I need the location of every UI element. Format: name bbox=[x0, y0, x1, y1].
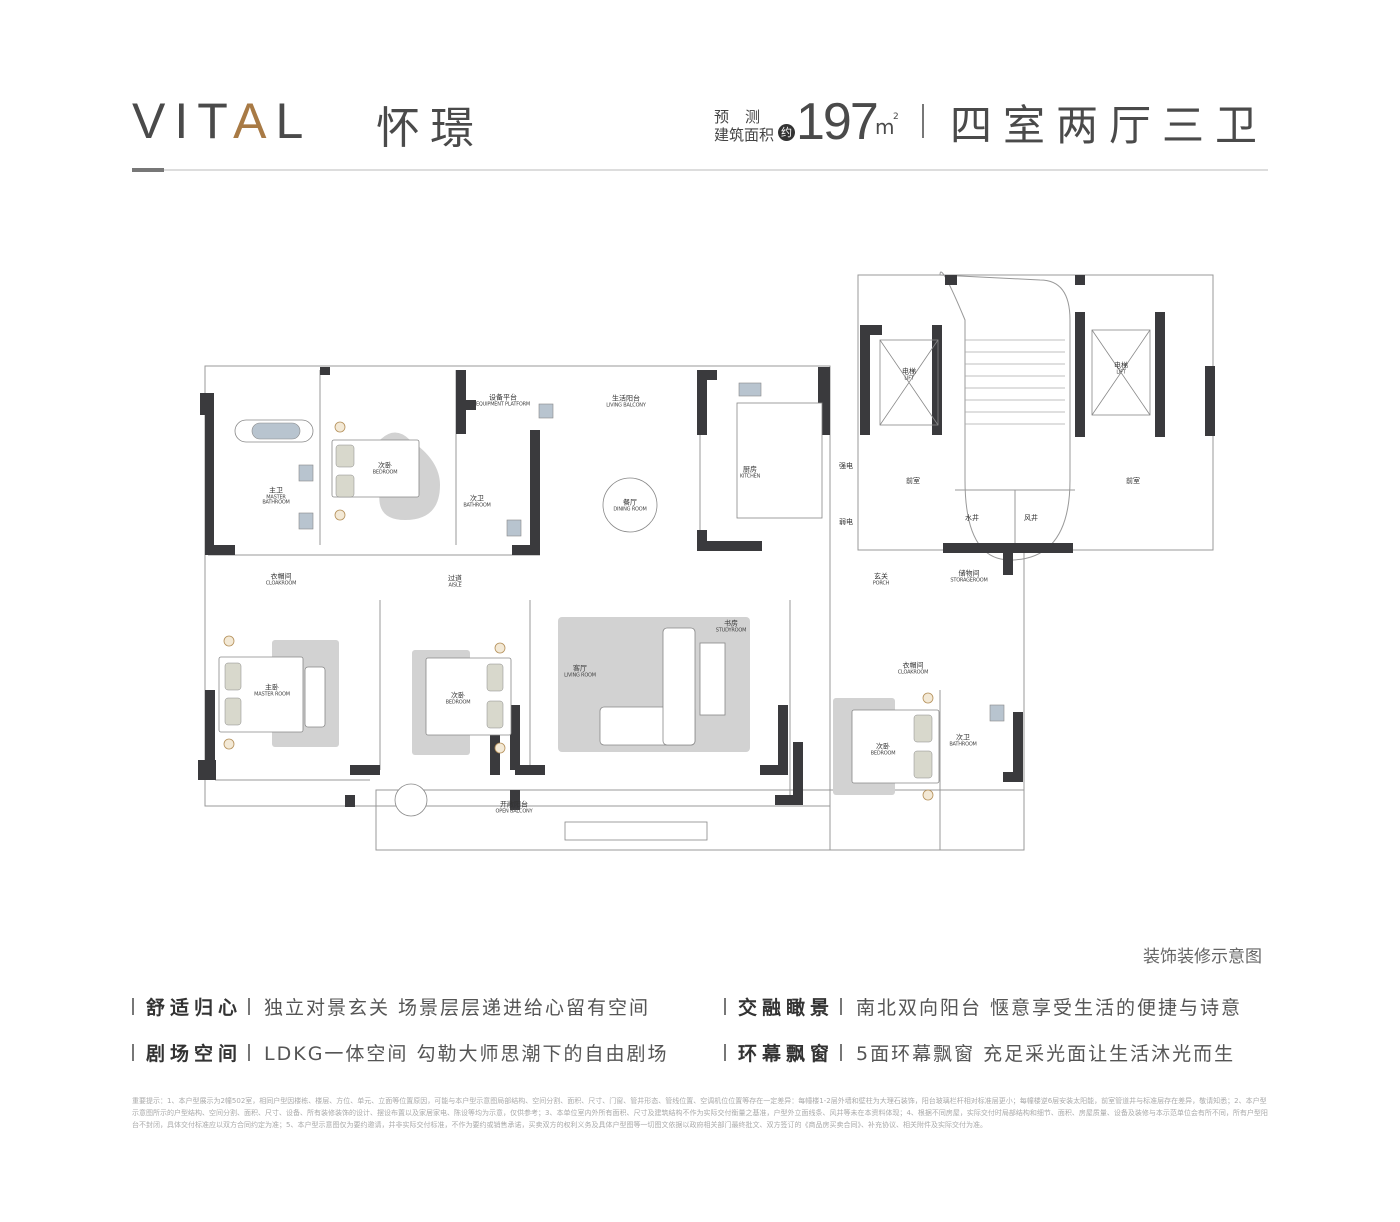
fixtures bbox=[251, 382, 1005, 722]
header-rule bbox=[132, 169, 1268, 171]
brand-logo: VITAL bbox=[132, 93, 313, 149]
disclaimer-text: 重要提示：1、本户型展示为2幢502室，相同户型因楼栋、楼层、方位、单元、立面等… bbox=[132, 1097, 1268, 1129]
room-label-strong-electric: 强电 bbox=[839, 462, 853, 471]
room-label-air-shaft: 风井 bbox=[1024, 514, 1038, 523]
furniture bbox=[218, 402, 940, 841]
decoration-caption: 装饰装修示意图 bbox=[1143, 947, 1262, 967]
stairs bbox=[965, 339, 1065, 425]
area-value: 197 bbox=[796, 93, 879, 151]
lift-shafts bbox=[879, 329, 1151, 426]
area-unit: m bbox=[875, 115, 895, 139]
area-label-bottom: 建筑面积 bbox=[714, 126, 775, 144]
feature-item: 交融瞰景南北双向阳台 惬意享受生活的便捷与诗意 bbox=[724, 993, 1242, 1020]
area-unit-sup: 2 bbox=[893, 112, 899, 122]
pillows bbox=[224, 444, 933, 779]
layout-type: 四室两厅三卫 bbox=[950, 101, 1269, 150]
header-divider bbox=[922, 104, 924, 138]
room-label-anteroom-2: 前室 bbox=[1126, 477, 1140, 486]
plan-outlines bbox=[204, 271, 1214, 851]
lamps bbox=[223, 421, 934, 801]
room-label-weak-electric: 弱电 bbox=[839, 518, 853, 527]
approx-badge: 约 bbox=[778, 124, 795, 141]
structural-walls bbox=[198, 275, 1215, 810]
feature-item: 舒适归心独立对景玄关 场景层层递进给心留有空间 bbox=[132, 993, 650, 1020]
room-label-water-shaft: 水井 bbox=[965, 514, 979, 523]
area-label-top: 预测 bbox=[714, 108, 777, 126]
project-name: 怀璟 bbox=[376, 103, 484, 154]
header-rule-mark bbox=[132, 168, 164, 172]
room-label-anteroom-1: 前室 bbox=[906, 477, 920, 486]
